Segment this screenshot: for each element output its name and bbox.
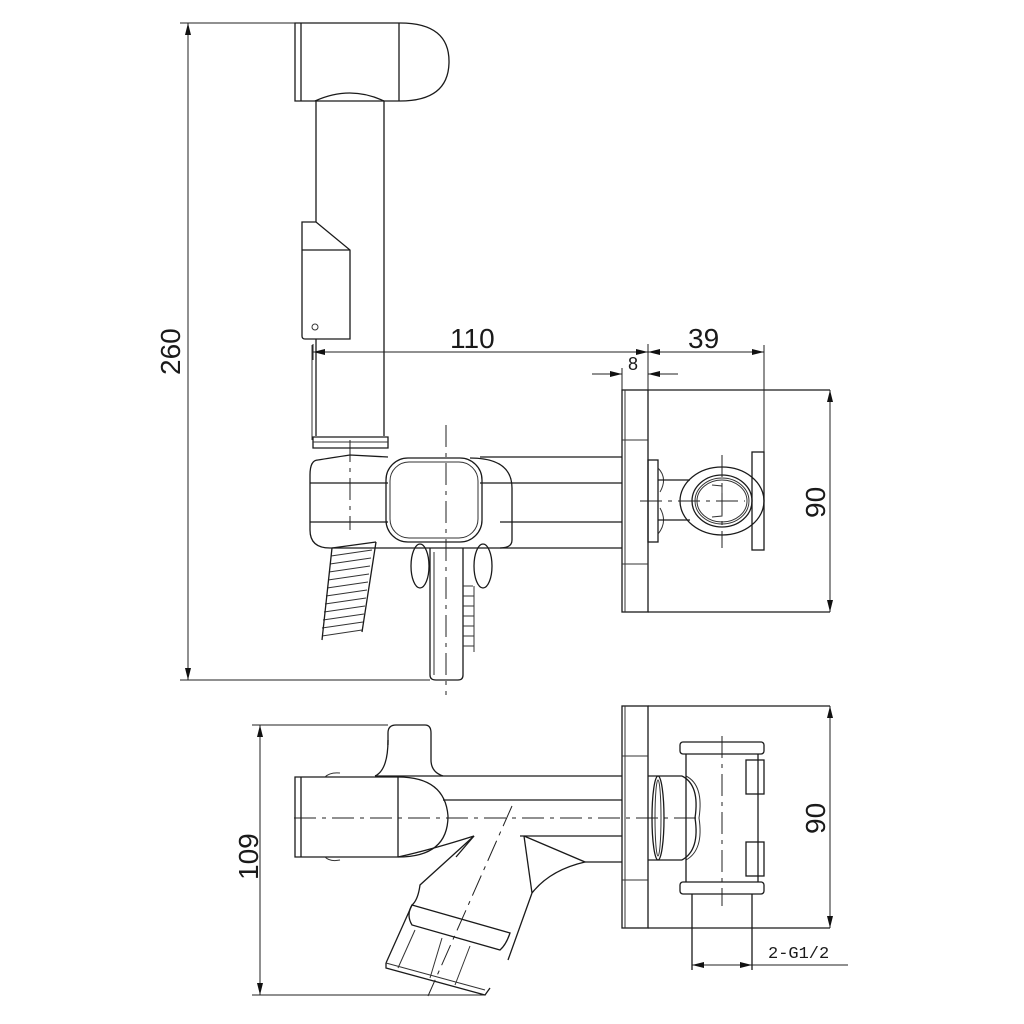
- top-view: [294, 705, 700, 997]
- dim-label-90-top: 90: [800, 803, 831, 834]
- dimension-90-top: 90: [800, 706, 833, 928]
- dim-label-109: 109: [233, 833, 264, 880]
- hose: [321, 541, 377, 641]
- dimension-g12: 2-G1/2: [692, 945, 848, 968]
- dim-label-260: 260: [155, 328, 186, 375]
- front-view: [294, 22, 649, 695]
- spray-head: [294, 22, 450, 449]
- dimension-110: 110: [312, 323, 649, 390]
- outlet-pipe: [410, 543, 493, 681]
- holder-body: [309, 425, 622, 695]
- dimension-260: 260: [155, 22, 430, 681]
- dimension-90-side: 90: [800, 390, 833, 612]
- dim-label-110: 110: [450, 323, 495, 354]
- dim-label-90-side: 90: [800, 487, 831, 518]
- dim-label-8: 8: [628, 354, 638, 374]
- side-view: [640, 389, 830, 613]
- dimension-8: 8: [592, 354, 678, 390]
- top-side-view: [648, 705, 830, 970]
- dim-label-g12: 2-G1/2: [768, 945, 829, 964]
- dim-label-39: 39: [688, 323, 719, 354]
- dimension-109: 109: [233, 724, 485, 996]
- dimension-39: 39: [648, 323, 765, 452]
